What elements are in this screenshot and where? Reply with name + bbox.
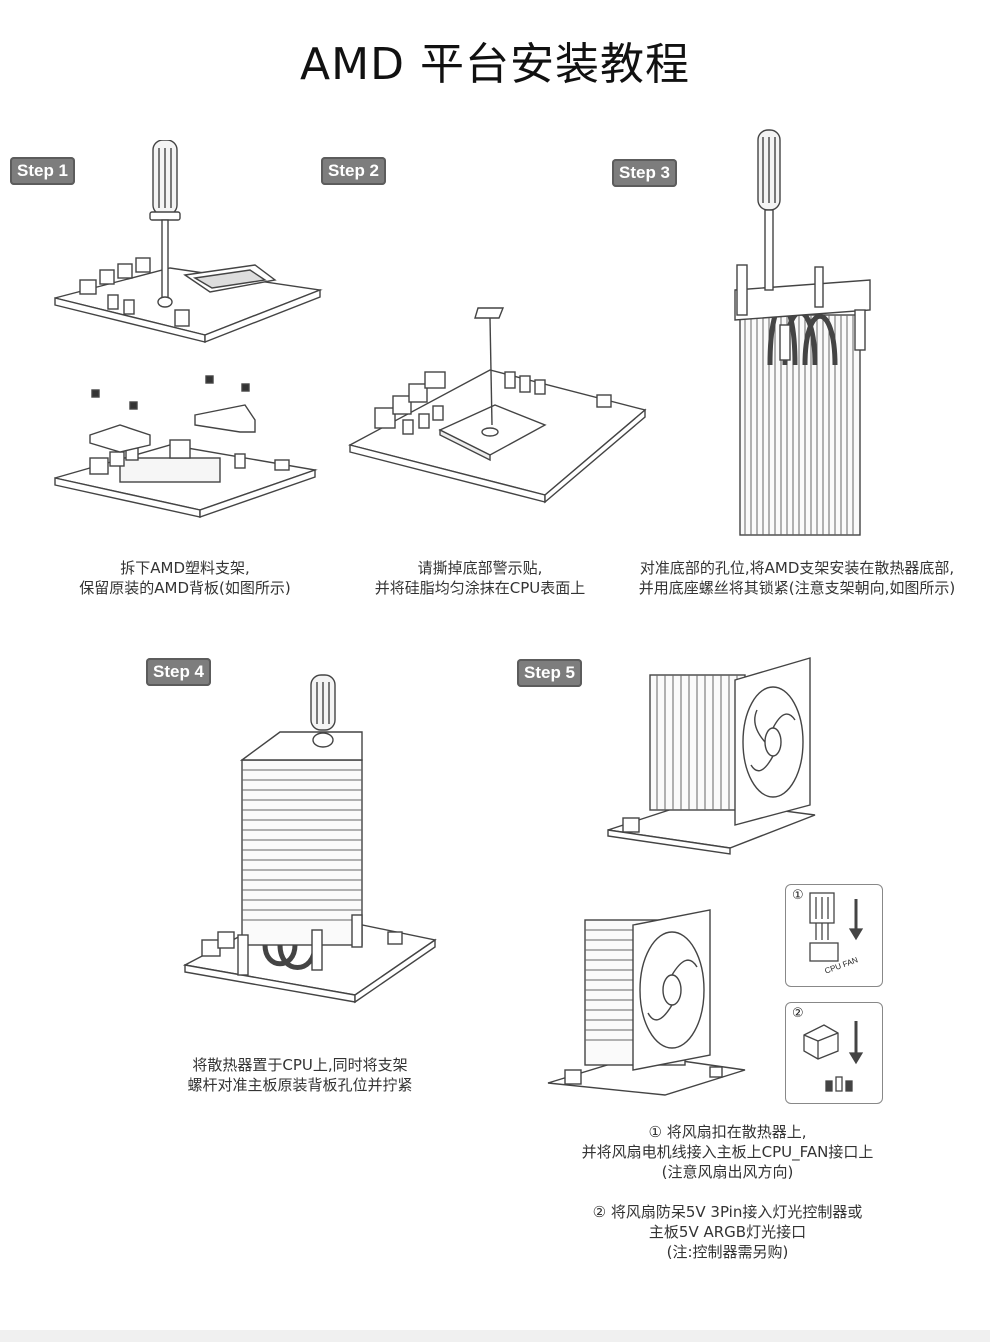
caption-line: 请撕掉底部警示贴, bbox=[417, 559, 543, 577]
caption-line: ② 将风扇防呆5V 3Pin接入灯光控制器或 bbox=[592, 1203, 863, 1221]
step-1-illustration bbox=[54, 140, 323, 518]
step-5-illustration-a bbox=[607, 657, 816, 855]
caption-line: 并将风扇电机线接入主板上CPU_FAN接口上 bbox=[581, 1143, 874, 1161]
caption-line: 并将硅脂均匀涂抹在CPU表面上 bbox=[374, 579, 586, 597]
step-4-illustration bbox=[182, 674, 437, 1004]
caption-line: 保留原装的AMD背板(如图所示) bbox=[79, 579, 291, 597]
argb-plug-icon bbox=[803, 1021, 864, 1092]
caption-line: ① 将风扇扣在散热器上, bbox=[648, 1123, 807, 1141]
step-3-badge: Step 3 bbox=[612, 159, 678, 187]
cpu-fan-connector-box: ① CPU FAN bbox=[785, 884, 883, 987]
step-4-caption: 将散热器置于CPU上,同时将支架 螺杆对准主板原装背板孔位并拧紧 bbox=[165, 1055, 435, 1095]
caption-line: 对准底部的孔位,将AMD支架安装在散热器底部, bbox=[639, 559, 955, 577]
step-1-badge: Step 1 bbox=[10, 157, 76, 185]
step-5-caption: ① 将风扇扣在散热器上, 并将风扇电机线接入主板上CPU_FAN接口上 (注意风… bbox=[555, 1122, 900, 1262]
step-2-caption: 请撕掉底部警示贴, 并将硅脂均匀涂抹在CPU表面上 bbox=[345, 558, 615, 598]
caption-line: 拆下AMD塑料支架, bbox=[120, 559, 250, 577]
step-3-illustration bbox=[734, 129, 871, 536]
cpu-fan-plug-icon bbox=[809, 892, 864, 962]
step-5-badge: Step 5 bbox=[517, 659, 583, 687]
argb-connector-box: ② bbox=[785, 1002, 883, 1104]
caption-line: (注意风扇出风方向) bbox=[661, 1163, 794, 1181]
connector-number: ② bbox=[792, 1006, 804, 1021]
step-2-illustration bbox=[348, 307, 647, 504]
step-3-caption: 对准底部的孔位,将AMD支架安装在散热器底部, 并用底座螺丝将其锁紧(注意支架朝… bbox=[612, 558, 982, 598]
caption-spacer bbox=[555, 1182, 900, 1202]
caption-line: 螺杆对准主板原装背板孔位并拧紧 bbox=[187, 1076, 413, 1094]
caption-line: 将散热器置于CPU上,同时将支架 bbox=[192, 1056, 408, 1074]
step-4-badge: Step 4 bbox=[146, 658, 212, 686]
caption-line: (注:控制器需另购) bbox=[666, 1243, 789, 1261]
step-2-badge: Step 2 bbox=[321, 157, 387, 185]
step-1-caption: 拆下AMD塑料支架, 保留原装的AMD背板(如图所示) bbox=[50, 558, 320, 598]
connector-number: ① bbox=[792, 888, 804, 903]
page-title: AMD 平台安装教程 bbox=[300, 39, 690, 90]
step-5-illustration-b bbox=[547, 909, 746, 1096]
footer-band bbox=[0, 1330, 990, 1342]
caption-line: 并用底座螺丝将其锁紧(注意支架朝向,如图所示) bbox=[638, 579, 956, 597]
caption-line: 主板5V ARGB灯光接口 bbox=[648, 1223, 807, 1241]
